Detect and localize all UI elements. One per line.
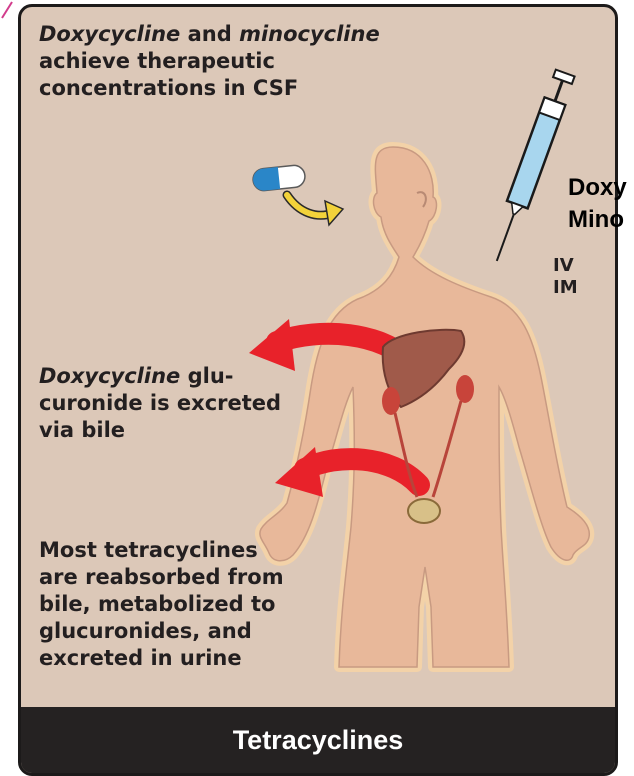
- bladder-icon: [408, 499, 440, 523]
- yellow-arrow-icon: [287, 195, 343, 225]
- urine-line1: Most tetracyclines: [39, 537, 284, 564]
- csf-join: and: [180, 22, 239, 46]
- route-im: IM: [553, 277, 578, 299]
- corner-mark: [0, 0, 20, 20]
- kidney-icon: [456, 375, 474, 403]
- bile-line2: curonide is excreted: [39, 390, 281, 417]
- urine-annotation: Most tetracyclines are reabsorbed from b…: [39, 537, 284, 672]
- bile-annotation: Doxycycline glu- curonide is excreted vi…: [39, 363, 281, 444]
- footer-title: Tetracyclines: [21, 707, 615, 773]
- syringe-icon: [486, 69, 575, 264]
- bile-rest1: glu-: [180, 364, 233, 388]
- illustration-panel: Doxycycline and minocycline achieve ther…: [18, 4, 618, 776]
- csf-line2: achieve therapeutic: [39, 48, 380, 75]
- csf-line3: concentrations in CSF: [39, 75, 380, 102]
- capsule-icon: [252, 164, 306, 191]
- bile-drug: Doxycycline: [39, 364, 180, 388]
- urine-line3: bile, metabolized to: [39, 591, 284, 618]
- urine-line4: glucuronides, and: [39, 618, 284, 645]
- clipped-label-mino: Mino: [568, 204, 624, 236]
- kidney-icon: [382, 387, 400, 415]
- bile-line3: via bile: [39, 417, 281, 444]
- urine-line5: excreted in urine: [39, 645, 284, 672]
- route-labels: IV IM: [553, 255, 578, 299]
- route-iv: IV: [553, 255, 578, 277]
- csf-drug2: minocycline: [239, 22, 380, 46]
- urine-line2: are reabsorbed from: [39, 564, 284, 591]
- csf-drug1: Doxycycline: [39, 22, 180, 46]
- csf-annotation: Doxycycline and minocycline achieve ther…: [39, 21, 380, 102]
- clipped-label-doxy: Doxy: [568, 172, 627, 204]
